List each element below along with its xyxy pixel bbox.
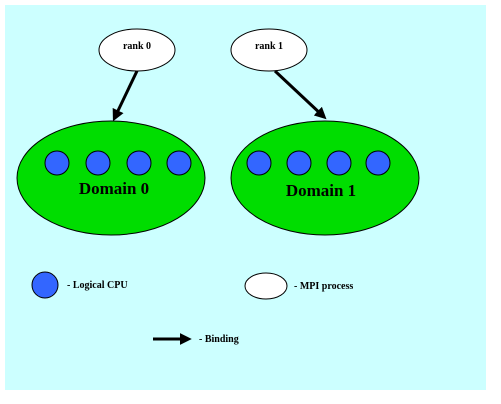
legend-cpu-icon — [31, 271, 59, 299]
domain-ellipse — [16, 120, 206, 236]
legend-process-icon — [244, 272, 288, 300]
binding-arrow-rank-1 — [273, 69, 327, 120]
domain-label: Domain 0 — [79, 179, 149, 198]
logical-cpu-icon — [126, 150, 152, 176]
process-label: rank 1 — [255, 41, 283, 52]
domain-1: Domain 1 — [230, 120, 420, 236]
domain-ellipse — [230, 120, 420, 236]
binding-arrow-rank-0 — [112, 70, 139, 122]
process-rank-0: rank 0 — [98, 28, 176, 72]
logical-cpu-icon — [365, 150, 391, 176]
logical-cpu-icon — [286, 150, 312, 176]
logical-cpu-icon — [166, 150, 192, 176]
domain-label: Domain 1 — [286, 181, 356, 200]
logical-cpu-icon — [326, 150, 352, 176]
logical-cpu-icon — [246, 150, 272, 176]
domain-0: Domain 0 — [16, 120, 206, 236]
legend-binding-label: - Binding — [199, 334, 239, 345]
process-ellipse-icon — [230, 28, 308, 72]
logical-cpu-icon — [85, 150, 111, 176]
process-label: rank 0 — [123, 41, 151, 52]
legend-cpu-label: - Logical CPU — [67, 280, 128, 291]
logical-cpu-icon — [44, 150, 70, 176]
process-rank-1: rank 1 — [230, 28, 308, 72]
legend-process-label: - MPI process — [294, 281, 353, 292]
legend: - Logical CPU - MPI process - Binding — [31, 271, 353, 345]
